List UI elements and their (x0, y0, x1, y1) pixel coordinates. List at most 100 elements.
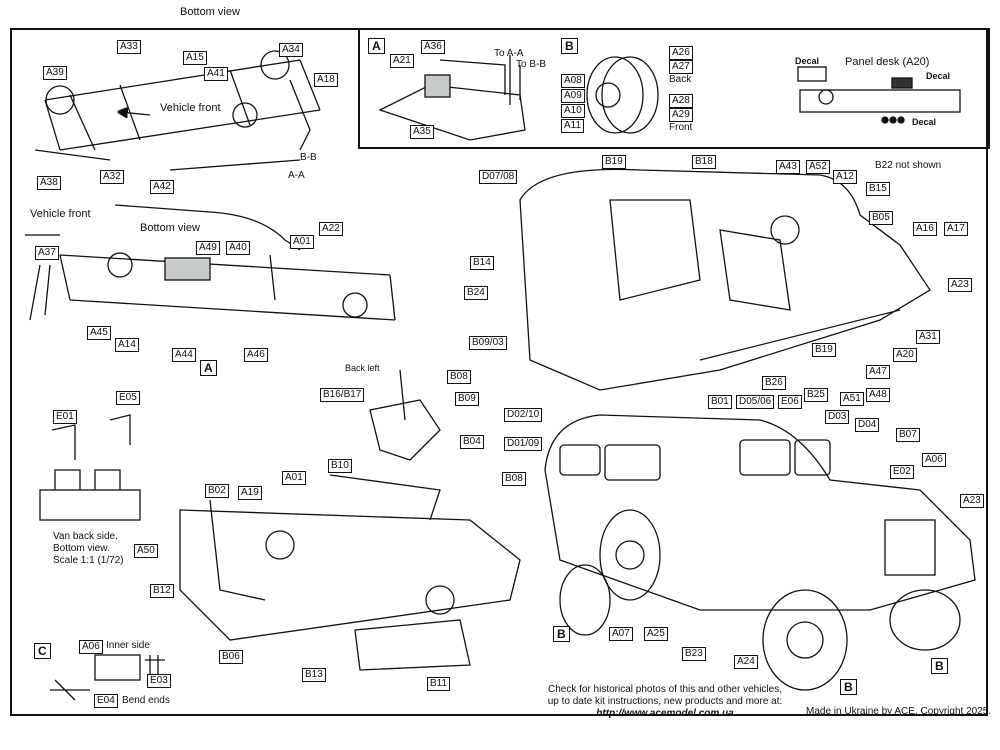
part-label: B24 (464, 286, 488, 300)
part-label: A40 (226, 241, 250, 255)
part-label: A22 (319, 222, 343, 236)
part-label: A20 (893, 348, 917, 362)
part-label: E03 (147, 674, 171, 688)
part-label: D05/06 (736, 395, 775, 409)
part-label: A35 (410, 125, 434, 139)
part-label: A23 (948, 278, 972, 292)
part-label: B16/B17 (320, 388, 365, 402)
part-label: A37 (35, 246, 59, 260)
website-link[interactable]: http://www.acemodel.com.ua (596, 708, 734, 719)
part-label: A38 (37, 176, 61, 190)
part-label: A19 (238, 486, 262, 500)
part-label: A23 (960, 494, 984, 508)
bottom-view-label: Bottom view. (53, 543, 110, 554)
section-bb-label: B-B (300, 152, 317, 163)
part-label: A47 (866, 365, 890, 379)
section-a-marker: A (368, 38, 385, 54)
part-label: A07 (609, 627, 633, 641)
part-label: A15 (183, 51, 207, 65)
section-aa-label: A-A (288, 170, 305, 181)
section-b-marker: B (553, 626, 570, 642)
part-label: B07 (896, 428, 920, 442)
part-label: B01 (708, 395, 732, 409)
part-label: A45 (87, 326, 111, 340)
part-label: A01 (290, 235, 314, 249)
part-label: B19 (812, 343, 836, 357)
part-label: A50 (134, 544, 158, 558)
part-label: A33 (117, 40, 141, 54)
part-label: A28 (669, 94, 693, 108)
part-label: A11 (561, 119, 585, 133)
part-label: B06 (219, 650, 243, 664)
footer-note: Check for historical photos of this and … (540, 684, 790, 720)
part-label: A34 (279, 43, 303, 57)
part-label: B25 (804, 388, 828, 402)
section-b-marker: B (931, 658, 948, 674)
part-label: A17 (944, 222, 968, 236)
part-label: A06 (79, 640, 103, 654)
part-label: A42 (150, 180, 174, 194)
part-label: A06 (922, 453, 946, 467)
part-label: B05 (869, 211, 893, 225)
section-b-marker: B (840, 679, 857, 695)
copyright-text: Made in Ukraine by ACE. Copyright 2025. (806, 706, 992, 717)
part-label: A49 (196, 241, 220, 255)
part-label: B12 (150, 584, 174, 598)
part-label: B11 (427, 677, 451, 691)
part-label: B09/03 (469, 336, 507, 350)
part-label: B14 (470, 256, 494, 270)
part-label: A41 (204, 67, 228, 81)
section-c-marker: C (34, 643, 51, 659)
part-label: E06 (778, 395, 802, 409)
part-label: A12 (833, 170, 857, 184)
truck-interior-cutaway (519, 168, 931, 391)
b22-note: B22 not shown (875, 160, 942, 171)
vehicle-front-label: Vehicle front (30, 208, 91, 220)
section-b-marker: B (561, 38, 578, 54)
part-label: B19 (602, 155, 626, 169)
chassis-lower (179, 474, 521, 671)
van-back-bottom-view (39, 414, 141, 521)
back-left-label: Back left (345, 363, 380, 373)
part-label: B02 (205, 484, 229, 498)
inner-side-label: Inner side (106, 640, 150, 651)
part-label: B08 (502, 472, 526, 486)
van-back-label: Van back side. (53, 531, 118, 542)
part-label: A29 (669, 108, 693, 122)
footer-line: up to date kit instructions, new product… (547, 696, 783, 707)
part-label: A51 (840, 392, 864, 406)
floor-assembly-a (378, 55, 526, 141)
to-bb-label: To B-B (516, 59, 547, 70)
part-label: A44 (172, 348, 196, 362)
bottom-view-label: Bottom view (140, 222, 200, 234)
part-label: D02/10 (504, 408, 543, 422)
part-label: B08 (447, 370, 471, 384)
part-label: A01 (282, 471, 306, 485)
part-label: A25 (644, 627, 668, 641)
chassis-bottom-view-middle (25, 204, 396, 321)
part-label: A21 (390, 54, 414, 68)
part-label: B04 (460, 435, 484, 449)
bend-detail-c (50, 654, 165, 701)
part-label: A14 (115, 338, 139, 352)
bend-ends-label: Bend ends (122, 695, 170, 706)
chassis-bottom-view-top (34, 50, 321, 171)
part-label: E04 (94, 694, 118, 708)
inset-box (358, 28, 990, 149)
part-label: E01 (53, 410, 77, 424)
part-label: E02 (890, 465, 914, 479)
part-label: A36 (421, 40, 445, 54)
part-label: A32 (100, 170, 124, 184)
part-label: A24 (734, 655, 758, 669)
part-label: A08 (561, 74, 585, 88)
panel-desk-drawing (797, 66, 961, 124)
wheel-b (586, 56, 659, 134)
scale-label: Scale 1:1 (1/72) (53, 555, 124, 566)
part-label: D04 (855, 418, 880, 432)
part-label: E05 (116, 391, 140, 405)
part-label: B26 (762, 376, 786, 390)
back-label: Back (669, 74, 692, 85)
part-label: B13 (302, 668, 326, 682)
part-label: A09 (561, 89, 585, 103)
part-label: A16 (913, 222, 937, 236)
